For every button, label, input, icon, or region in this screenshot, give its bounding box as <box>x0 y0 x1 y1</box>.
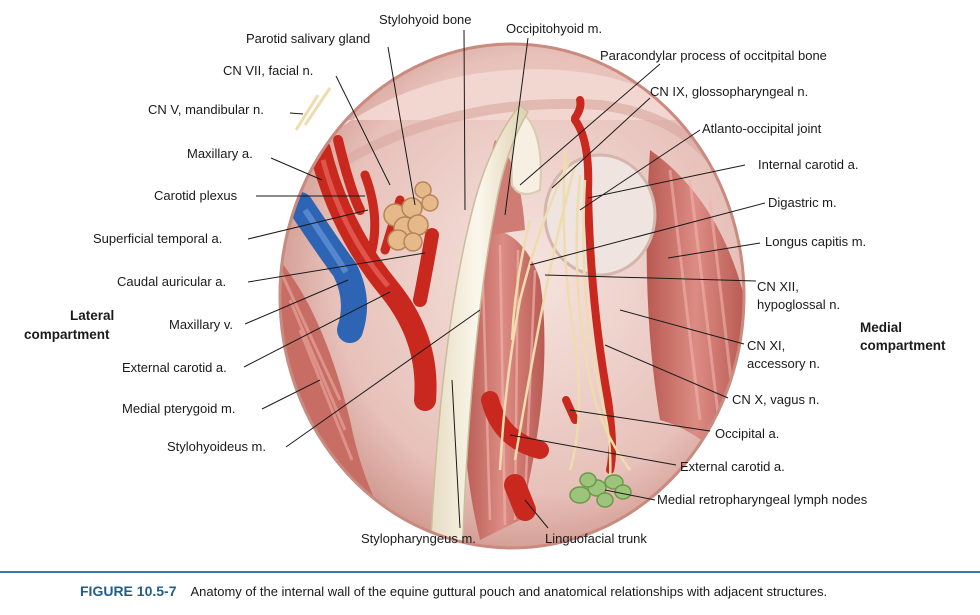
label-parotid-gland: Parotid salivary gland <box>246 31 371 46</box>
label-internal-carotid: Internal carotid a. <box>758 157 859 172</box>
caudal-auricular-artery <box>413 228 439 307</box>
label-medial-line1: Medial <box>860 320 903 335</box>
lymph-nodes <box>569 472 632 508</box>
label-cn12-line1: CN XII, <box>757 279 799 294</box>
figure-caption: FIGURE 10.5-7 Anatomy of the internal wal… <box>80 583 827 599</box>
label-medial-retro: Medial retropharyngeal lymph nodes <box>657 492 868 507</box>
label-lateral-line1: Lateral <box>70 308 115 323</box>
label-occipitohyoid: Occipitohyoid m. <box>506 21 603 36</box>
label-external-carotid-right: External carotid a. <box>680 459 785 474</box>
label-lateral-line2: compartment <box>24 327 110 342</box>
external-carotid-artery-right <box>481 391 549 459</box>
superficial-temporal-artery <box>360 170 380 255</box>
label-caudal-auricular: Caudal auricular a. <box>117 274 227 289</box>
label-external-carotid-left: External carotid a. <box>122 360 227 375</box>
linguofacial-trunk <box>504 474 536 521</box>
figure-number: FIGURE 10.5-7 <box>80 583 177 599</box>
label-stylohyoid-bone: Stylohyoid bone <box>379 12 472 27</box>
caption-text: Anatomy of the internal wall of the equi… <box>190 584 828 599</box>
maxillary-artery <box>333 135 365 215</box>
label-superficial-temporal: Superficial temporal a. <box>93 231 223 246</box>
label-medial-pterygoid: Medial pterygoid m. <box>122 401 236 416</box>
label-cn7: CN VII, facial n. <box>223 63 314 78</box>
leader-lines <box>243 29 766 529</box>
label-carotid-plexus: Carotid plexus <box>154 188 238 203</box>
label-medial-line2: compartment <box>860 338 946 353</box>
caption-divider <box>0 571 980 573</box>
label-cn11-line2: accessory n. <box>747 356 820 371</box>
label-maxillary-a: Maxillary a. <box>187 146 253 161</box>
pouch-rim <box>278 42 746 550</box>
label-cn12-line2: hypoglossal n. <box>757 297 841 312</box>
label-cn10: CN X, vagus n. <box>732 392 820 407</box>
label-cn9: CN IX, glossopharyngeal n. <box>650 84 809 99</box>
label-digastric: Digastric m. <box>768 195 837 210</box>
label-maxillary-v: Maxillary v. <box>169 317 234 332</box>
label-stylopharyngeus: Stylopharyngeus m. <box>361 531 476 546</box>
label-paracondylar: Paracondylar process of occitpital bone <box>600 48 827 63</box>
label-occipital-a: Occipital a. <box>715 426 780 441</box>
stylopharyngeus-muscle <box>462 228 545 541</box>
label-stylohyoideus: Stylohyoideus m. <box>167 439 266 454</box>
label-longus-capitis: Longus capitis m. <box>765 234 867 249</box>
cranial-nerves <box>498 149 632 481</box>
label-linguofacial: Linguofacial trunk <box>545 531 647 546</box>
label-atlanto-occipital: Atlanto-occipital joint <box>702 121 822 136</box>
label-cn5: CN V, mandibular n. <box>148 102 264 117</box>
external-carotid-artery-left <box>309 139 437 411</box>
label-cn11-line1: CN XI, <box>747 338 786 353</box>
parotid-gland <box>383 181 439 252</box>
mandibular-nerve <box>294 87 332 131</box>
stylohyoid-bone <box>429 103 529 548</box>
